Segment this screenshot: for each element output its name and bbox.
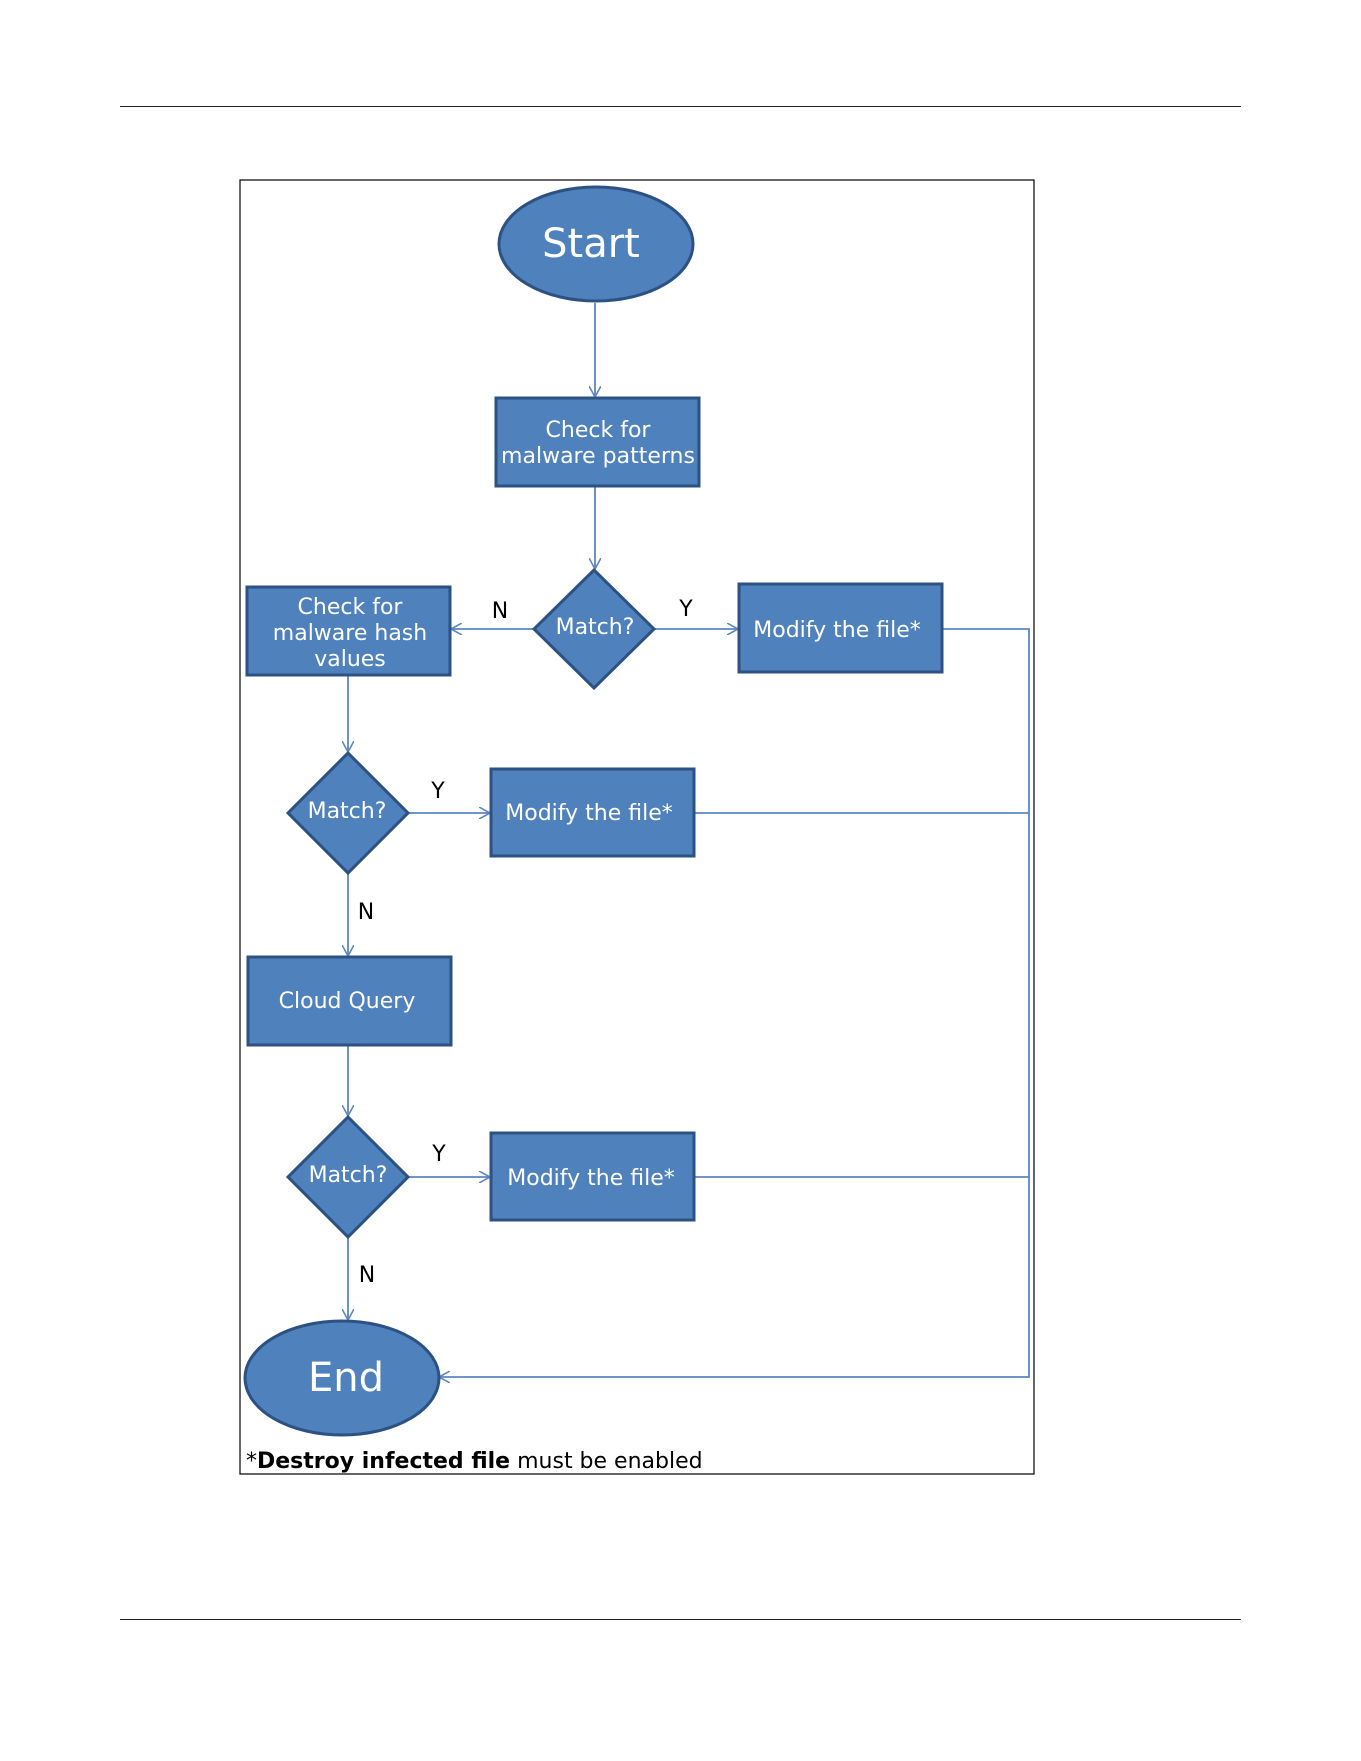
- cloud-query-node: Cloud Query: [248, 957, 451, 1045]
- modify-2-label: Modify the file*: [505, 801, 673, 826]
- cloud-query-label: Cloud Query: [279, 989, 416, 1014]
- match-3-label: Match?: [309, 1163, 388, 1188]
- modify-1-node: Modify the file*: [739, 584, 942, 672]
- label-match-3-no: N: [359, 1263, 375, 1288]
- label-match-2-yes: Y: [430, 779, 445, 804]
- modify-2-node: Modify the file*: [491, 769, 694, 856]
- match-1-label: Match?: [556, 615, 635, 640]
- check-hash-label-line-2: malware hash: [273, 621, 427, 646]
- footnote-rest-text: must be enabled: [510, 1449, 702, 1474]
- start-label: Start: [542, 221, 640, 267]
- footnote-bold-text: Destroy infected file: [257, 1449, 510, 1474]
- modify-1-label: Modify the file*: [753, 618, 921, 643]
- label-match-3-yes: Y: [431, 1142, 446, 1167]
- check-patterns-node: Check for malware patterns: [496, 398, 699, 486]
- label-match-2-no: N: [358, 900, 374, 925]
- start-node: Start: [499, 187, 693, 301]
- modify-3-node: Modify the file*: [491, 1133, 694, 1220]
- check-patterns-label-line-1: Check for: [546, 418, 652, 443]
- check-patterns-label-line-2: malware patterns: [501, 444, 695, 469]
- modify-3-label: Modify the file*: [507, 1166, 675, 1191]
- label-match-1-yes: Y: [678, 597, 693, 622]
- check-hash-label-line-3: values: [314, 647, 386, 672]
- match-2-label: Match?: [308, 799, 387, 824]
- check-hash-node: Check for malware hash values: [247, 587, 450, 675]
- footnote: *Destroy infected file must be enabled: [246, 1449, 703, 1474]
- end-node: End: [245, 1321, 439, 1435]
- footnote-prefix: *: [246, 1449, 257, 1474]
- check-hash-label-line-1: Check for: [298, 595, 404, 620]
- end-label: End: [308, 1355, 384, 1401]
- label-match-1-no: N: [492, 599, 508, 624]
